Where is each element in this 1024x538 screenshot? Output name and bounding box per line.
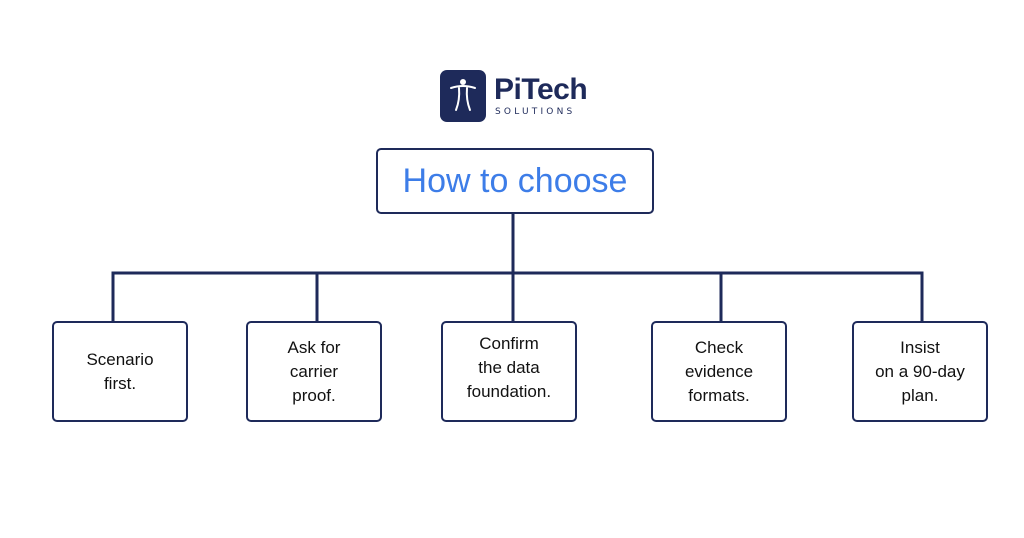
child-node-evidence-formats: Check evidence formats. (651, 321, 787, 422)
child-node-label: Ask for carrier proof. (287, 337, 341, 405)
root-node-label: How to choose (402, 161, 628, 200)
child-node-data-foundation: Confirm the data foundation. (441, 321, 577, 422)
logo-name: PiTech (494, 73, 588, 106)
child-node-label: Insist on a 90-day plan. (875, 337, 965, 405)
child-node-label: Scenario first. (86, 349, 154, 393)
child-node-scenario: Scenario first. (52, 321, 188, 422)
child-node-carrier-proof: Ask for carrier proof. (246, 321, 382, 422)
root-node: How to choose (376, 148, 654, 214)
logo-subtitle: SOLUTIONS (495, 107, 576, 117)
pitech-logo-mark-icon (440, 70, 486, 122)
child-node-90-day-plan: Insist on a 90-day plan. (852, 321, 988, 422)
child-node-label: Confirm the data foundation. (466, 333, 552, 401)
child-node-label: Check evidence formats. (684, 337, 754, 405)
pitech-logo: PiTech SOLUTIONS (440, 70, 588, 122)
